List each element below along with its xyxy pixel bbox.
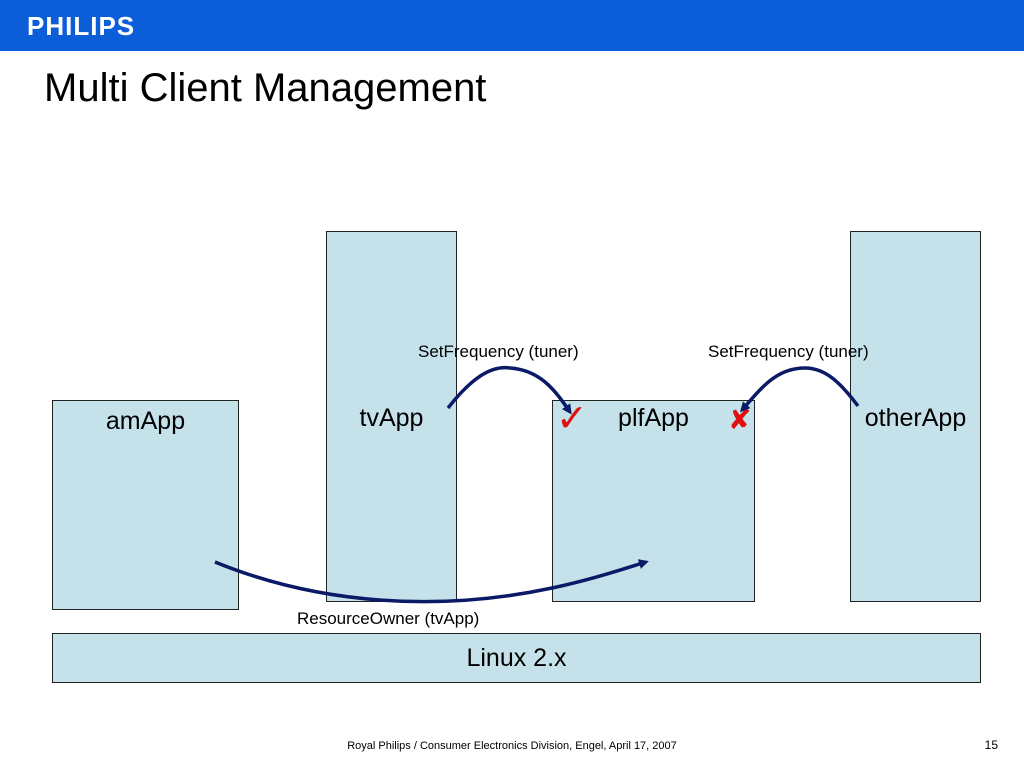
tvapp-label: tvApp [359, 404, 424, 432]
footer-text: Royal Philips / Consumer Electronics Div… [347, 740, 677, 752]
call-label-other-to-plf: SetFrequency (tuner) [708, 342, 869, 361]
philips-logo: PHILIPS [27, 11, 136, 41]
linux-label: Linux 2.x [466, 644, 567, 672]
otherapp-label: otherApp [864, 404, 967, 432]
header-bar: PHILIPS [0, 0, 1024, 51]
linux-box: Linux 2.x [52, 633, 981, 683]
arrow-amapp-to-plfapp [214, 559, 649, 604]
arrow-otherapp-to-plfapp [739, 366, 860, 413]
plfapp-label: plfApp [618, 404, 689, 432]
amapp-label: amApp [105, 407, 186, 435]
cross-mark-icon: ✘ [728, 404, 752, 435]
otherapp-box: otherApp [850, 231, 981, 602]
check-mark-icon: ✓ [556, 398, 588, 440]
arrow-tvapp-to-plfapp [446, 365, 572, 415]
call-label-am-to-plf: ResourceOwner (tvApp) [297, 609, 480, 628]
plfapp-box: plfApp [552, 400, 755, 602]
slide-title: Multi Client Management [44, 66, 487, 110]
call-label-tv-to-plf: SetFrequency (tuner) [418, 342, 579, 361]
page-number: 15 [984, 738, 998, 752]
amapp-box: amApp [52, 400, 239, 610]
tvapp-box: tvApp [326, 231, 457, 602]
